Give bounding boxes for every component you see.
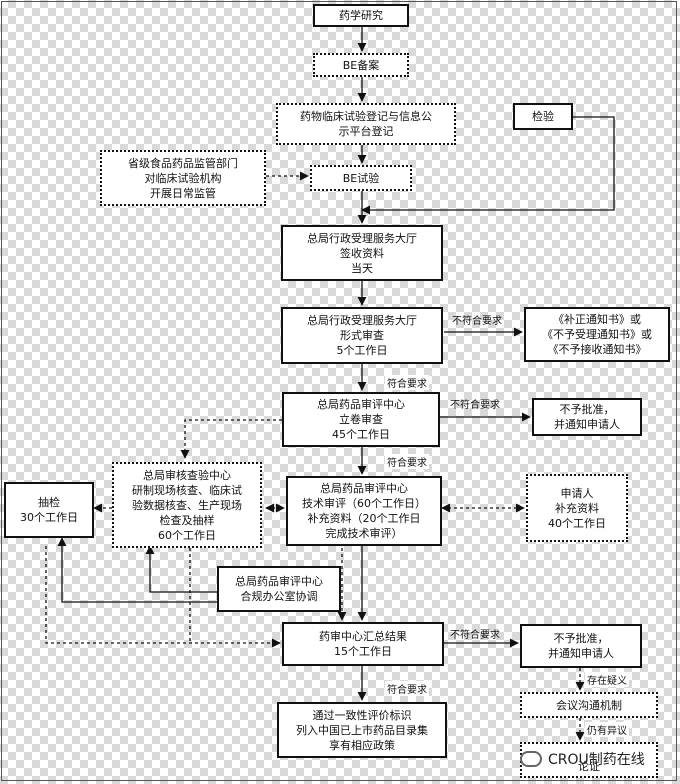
result-line-2: 列入中国已上市药品目录集 xyxy=(296,723,428,737)
trial-register-line-2: 示平台登记 xyxy=(338,125,394,138)
technical-review-line-1: 总局药品审评中心 xyxy=(320,482,408,495)
notices-line-1: 《补正通知书》或 xyxy=(553,313,641,326)
meet-label-1: 符合要求 xyxy=(385,375,429,390)
coordination-box: 总局药品审评中心 合规办公室协调 xyxy=(217,566,341,612)
inspection-center-line-1: 总局审核查验中心 xyxy=(143,468,231,482)
not-meet-label-1: 不符合要求 xyxy=(452,316,502,327)
result-box: 通过一致性评价标识 列入中国已上市药品目录集 享有相应政策 xyxy=(277,702,447,758)
hall-receive-box: 总局行政受理服务大厅 签收资料 当天 xyxy=(281,225,443,281)
meeting-box: 会议沟通机制 xyxy=(520,692,658,718)
coordination-line-1: 总局药品审评中心 xyxy=(235,575,323,588)
notices-box: 《补正通知书》或 《不予受理通知书》或 《不予接收通知书》 xyxy=(524,307,670,362)
reject-1-line-1: 不予批准， xyxy=(559,403,615,416)
hall-review-line-1: 总局行政受理服务大厅 xyxy=(307,314,417,327)
applicant-line-3: 40个工作日 xyxy=(548,516,606,530)
hall-receive-line-2: 签收资料 xyxy=(340,246,384,260)
summary-line-1: 药审中心汇总结果 xyxy=(319,630,407,643)
technical-review-line-3: 补充资料（20个工作日 xyxy=(307,512,421,525)
not-meet-label-2: 不符合要求 xyxy=(450,400,500,411)
trial-register-line-1: 药物临床试验登记与信息公 xyxy=(300,110,432,123)
be-record-text: BE备案 xyxy=(342,58,380,72)
provincial-supervision-box: 省级食品药品监管部门 对临床试验机构 开展日常监管 xyxy=(100,150,266,206)
notices-line-2: 《不予受理通知书》或 xyxy=(542,328,652,341)
drug-research-text: 药学研究 xyxy=(339,9,383,22)
drug-research-box: 药学研究 xyxy=(313,4,409,27)
provincial-line-3: 开展日常监管 xyxy=(150,186,216,200)
meeting-text: 会议沟通机制 xyxy=(556,698,622,712)
argument-box: 论证 xyxy=(520,742,658,778)
cde-filing-line-2: 立卷审查 xyxy=(339,413,383,426)
cde-filing-box: 总局药品审评中心 立卷审查 45个工作日 xyxy=(282,392,440,447)
result-line-3: 享有相应政策 xyxy=(329,738,395,752)
hall-review-box: 总局行政受理服务大厅 形式审查 5个工作日 xyxy=(281,307,443,364)
be-trial-text: BE试验 xyxy=(342,171,380,185)
reject-2-line-1: 不予批准， xyxy=(553,632,609,645)
inspection-center-line-4: 检查及抽样 xyxy=(159,513,215,527)
inspection-box: 检验 xyxy=(513,103,573,130)
inspection-center-line-3: 验数据核查、生产现场 xyxy=(132,498,242,512)
inspection-center-line-2: 研制现场核查、临床试 xyxy=(132,483,242,497)
reject-box-1: 不予批准， 并通知申请人 xyxy=(532,398,642,436)
trial-register-box: 药物临床试验登记与信息公 示平台登记 xyxy=(276,103,456,145)
summary-box: 药审中心汇总结果 15个工作日 xyxy=(282,622,444,666)
meet-label-3: 符合要求 xyxy=(385,681,429,696)
meet-label-2: 符合要求 xyxy=(385,454,429,469)
objection-label: 存在疑义 xyxy=(585,672,629,687)
sampling-line-2: 30个工作日 xyxy=(20,511,78,524)
reject-box-2: 不予批准， 并通知申请人 xyxy=(520,624,642,668)
hall-receive-line-3: 当天 xyxy=(351,261,373,275)
be-trial-box: BE试验 xyxy=(310,165,412,191)
applicant-box: 申请人 补充资料 40个工作日 xyxy=(526,474,628,542)
hall-review-line-3: 5个工作日 xyxy=(336,344,388,357)
technical-review-box: 总局药品审评中心 技术审评（60个工作日） 补充资料（20个工作日 完成技术审评… xyxy=(286,476,442,546)
notices-line-3: 《不予接收通知书》 xyxy=(547,343,647,356)
inspection-text: 检验 xyxy=(532,110,554,123)
reject-2-line-2: 并通知申请人 xyxy=(548,647,614,660)
hall-receive-line-1: 总局行政受理服务大厅 xyxy=(307,231,417,245)
provincial-line-1: 省级食品药品监管部门 xyxy=(128,156,238,170)
provincial-line-2: 对临床试验机构 xyxy=(144,171,222,185)
technical-review-line-2: 技术审评（60个工作日） xyxy=(302,497,426,510)
applicant-line-2: 补充资料 xyxy=(555,501,599,515)
watermark-text: CROU制药在线 xyxy=(548,752,645,768)
inspection-center-line-5: 60个工作日 xyxy=(158,528,216,542)
cde-filing-line-1: 总局药品审评中心 xyxy=(317,398,405,411)
reject-1-line-2: 并通知申请人 xyxy=(554,418,620,431)
hall-review-line-2: 形式审查 xyxy=(340,329,384,342)
summary-line-2: 15个工作日 xyxy=(334,645,392,658)
be-record-box: BE备案 xyxy=(313,53,409,77)
watermark: CROU制药在线 xyxy=(520,744,670,774)
inspection-center-box: 总局审核查验中心 研制现场核查、临床试 验数据核查、生产现场 检查及抽样 60个… xyxy=(112,462,262,548)
argument-text: 论证 xyxy=(578,760,600,773)
still-objection-label: 仍有异议 xyxy=(585,722,629,737)
result-line-1: 通过一致性评价标识 xyxy=(312,708,412,722)
wechat-icon xyxy=(520,751,542,767)
cde-filing-line-3: 45个工作日 xyxy=(332,428,390,441)
not-meet-label-3: 不符合要求 xyxy=(450,630,500,641)
coordination-line-2: 合规办公室协调 xyxy=(240,590,318,603)
sampling-box: 抽检 30个工作日 xyxy=(4,482,94,538)
sampling-line-1: 抽检 xyxy=(38,496,60,509)
applicant-line-1: 申请人 xyxy=(560,486,594,500)
technical-review-line-4: 完成技术审评） xyxy=(325,527,403,540)
